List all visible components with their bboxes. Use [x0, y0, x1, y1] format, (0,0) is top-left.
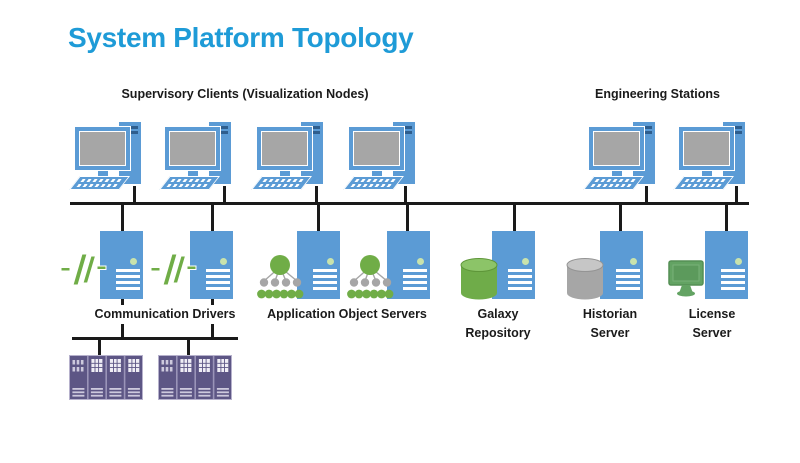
computer-monitor: [678, 126, 735, 171]
historian-server-label: Historian Server: [582, 307, 638, 340]
connector-line: [315, 186, 318, 204]
connector-line: [98, 339, 101, 356]
connector-line: [211, 203, 214, 232]
supervisory-client-icon: [342, 121, 418, 191]
license-server-label: License Server: [688, 307, 736, 340]
network-bus-line: [70, 202, 749, 205]
plc-rack-icon: [158, 355, 232, 400]
connector-line: [133, 186, 136, 204]
supervisory-client-icon: [68, 121, 144, 191]
computer-monitor: [588, 126, 645, 171]
computer-monitor: [256, 126, 313, 171]
gray-database-cylinder-icon: [566, 258, 604, 300]
communication-drivers-label: Communication Drivers: [75, 305, 255, 324]
computer-monitor: [74, 126, 131, 171]
connector-line: [223, 186, 226, 204]
object-tree-icon: [257, 254, 304, 300]
computer-monitor: [348, 126, 405, 171]
galaxy-repository-server-icon: [492, 231, 535, 299]
connector-line: [725, 203, 728, 232]
connector-line: [406, 203, 409, 232]
historian-server-icon: [600, 231, 643, 299]
license-server-icon: [705, 231, 748, 299]
communication-driver-server-icon: [190, 231, 233, 299]
galaxy-repository-label: Galaxy Repository: [465, 307, 531, 340]
supervisory-client-icon: [250, 121, 326, 191]
lightning-bolt-icon: [151, 253, 197, 286]
engineering-station-icon: [582, 121, 658, 191]
computer-keyboard: [583, 176, 644, 190]
lightning-bolt-icon: [61, 253, 107, 286]
application-object-server-icon: [387, 231, 430, 299]
green-monitor-icon: [668, 260, 704, 297]
computer-keyboard: [673, 176, 734, 190]
connector-line: [735, 186, 738, 204]
connector-line: [513, 203, 516, 232]
supervisory-client-icon: [158, 121, 234, 191]
connector-line: [317, 203, 320, 232]
computer-keyboard: [343, 176, 404, 190]
object-tree-icon: [347, 254, 394, 300]
connector-line: [645, 186, 648, 204]
computer-keyboard: [159, 176, 220, 190]
connector-line: [187, 339, 190, 356]
engineering-station-icon: [672, 121, 748, 191]
connector-line: [619, 203, 622, 232]
supervisory-clients-label: Supervisory Clients (Visualization Nodes…: [121, 87, 369, 101]
computer-keyboard: [69, 176, 130, 190]
application-object-server-icon: [297, 231, 340, 299]
application-object-servers-label: Application Object Servers: [267, 307, 427, 321]
engineering-stations-label: Engineering Stations: [594, 87, 720, 101]
communication-driver-server-icon: [100, 231, 143, 299]
page-title: System Platform Topology: [68, 22, 414, 53]
connector-line: [404, 186, 407, 204]
computer-monitor: [164, 126, 221, 171]
connector-line: [121, 203, 124, 232]
computer-keyboard: [251, 176, 312, 190]
plc-rack-icon: [69, 355, 143, 400]
field-bus-line: [72, 337, 238, 340]
green-database-cylinder-icon: [460, 258, 498, 300]
